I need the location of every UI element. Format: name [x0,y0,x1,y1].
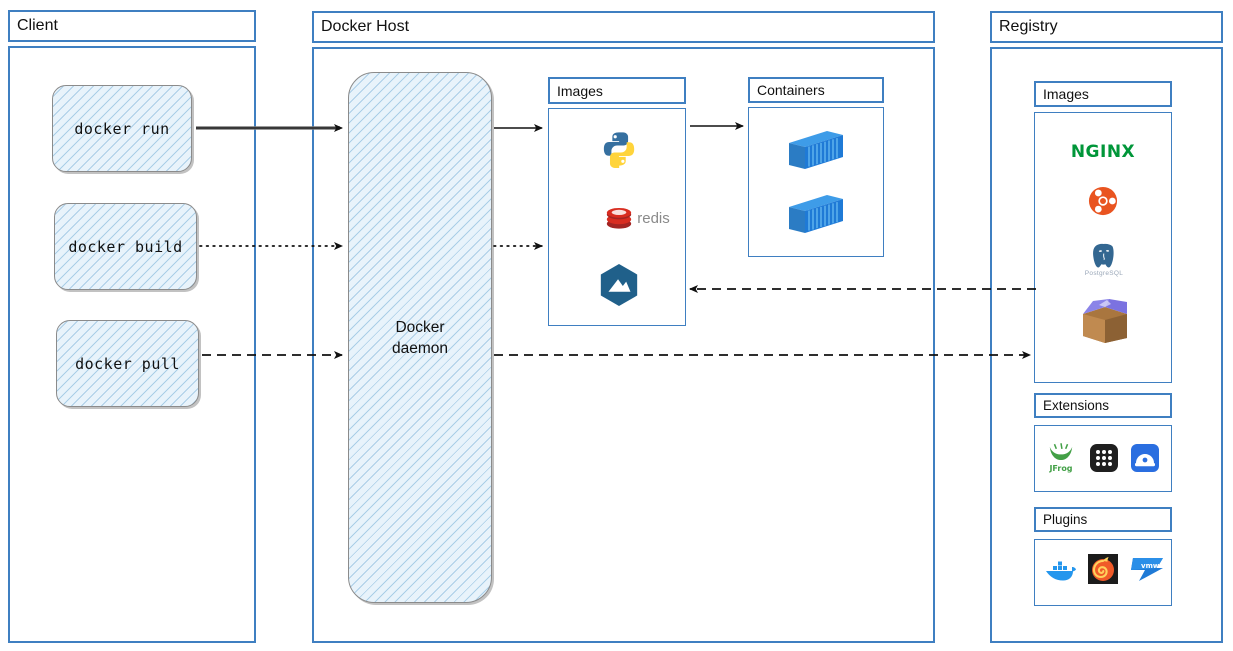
docker-daemon-label-line2: daemon [391,339,448,357]
docker-pull-node[interactable]: docker pull [56,320,199,407]
docker-host-panel-header: Docker Host [312,11,935,43]
hexagon-icon [597,263,641,307]
registry-panel-header: Registry [990,11,1223,43]
docker-daemon-node[interactable]: Docker daemon [348,72,492,603]
docker-daemon-label-line1: Docker [395,318,445,336]
host-containers-header: Containers [748,77,884,103]
docker-pull-label: docker pull [75,354,180,373]
host-images-title: Images [557,82,603,99]
client-panel-header: Client [8,10,256,42]
docker-build-node[interactable]: docker build [54,203,197,290]
registry-images-header: Images [1034,81,1172,107]
registry-panel-title: Registry [999,18,1058,35]
container-icon-1 [786,128,846,173]
postgresql-icon: PostgreSQL [1083,236,1125,282]
docker-host-panel-title: Docker Host [321,18,410,35]
host-containers-body [748,107,884,257]
docker-run-node[interactable]: docker run [52,85,192,172]
registry-images-title: Images [1043,86,1089,102]
docker-run-label: docker run [74,119,170,138]
registry-plugins-header: Plugins [1034,507,1172,532]
host-images-header: Images [548,77,686,104]
redis-label: redis [637,209,670,227]
grid-apps-icon [1089,443,1119,473]
jfrog-icon: JFrog [1043,440,1079,476]
python-icon [598,128,640,170]
docker-whale-icon [1043,556,1079,586]
postgresql-label: PostgreSQL [1084,270,1124,277]
blue-tool-icon [1130,443,1160,473]
docker-build-label: docker build [68,237,183,256]
host-containers-title: Containers [757,82,825,98]
package-box-icon [1078,295,1132,345]
ubuntu-icon [1087,185,1119,217]
container-icon-2 [786,192,846,237]
registry-extensions-header: Extensions [1034,393,1172,418]
client-panel-title: Client [17,17,58,34]
registry-plugins-title: Plugins [1043,512,1088,527]
vmware-label: vmw [1141,562,1160,570]
registry-extensions-title: Extensions [1043,398,1110,413]
redis-icon: redis [588,203,688,233]
grafana-icon [1087,553,1119,585]
jfrog-label: JFrog [1049,464,1073,473]
nginx-label: NGINX [1070,142,1136,162]
nginx-icon: NGINX [1063,140,1143,164]
vmware-icon: vmw [1125,553,1165,585]
